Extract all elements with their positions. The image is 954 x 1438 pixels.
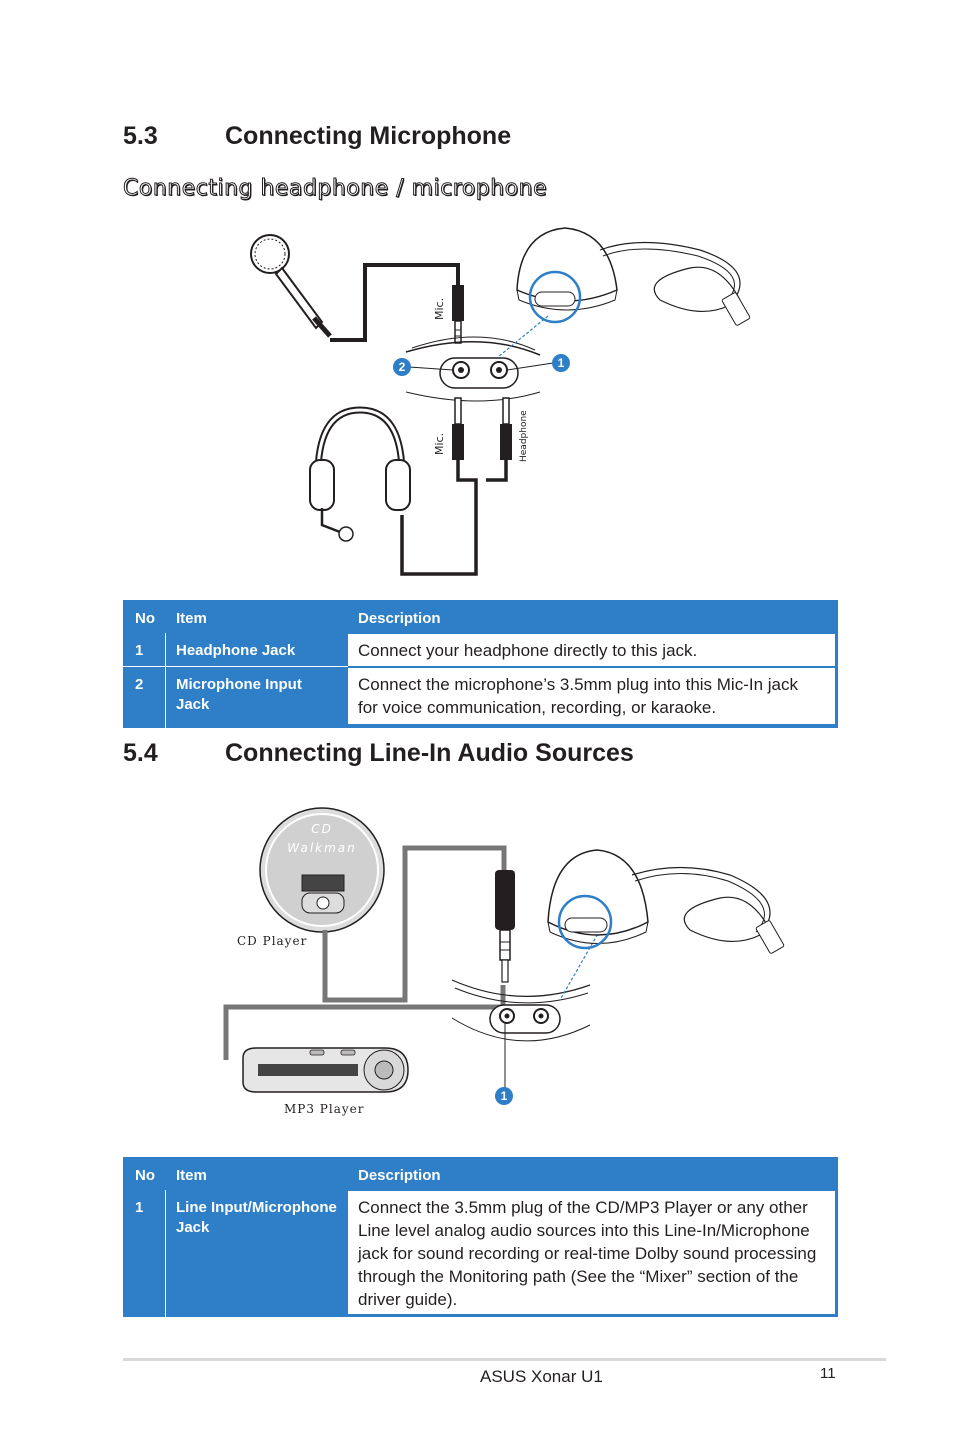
cd-walkman-illustration: CD Walkman xyxy=(259,807,385,933)
footer-product: ASUS Xonar U1 xyxy=(480,1367,603,1386)
table2-desc-line1: Connect the 3.5mm plug of the CD/MP3 Pla… xyxy=(358,1198,808,1217)
table-header-description: Description xyxy=(358,610,441,627)
table2-row-1-item-line2: Jack xyxy=(176,1219,210,1236)
subsection-title: Connecting headphone / microphone xyxy=(122,176,548,202)
callout-2: 2 xyxy=(393,358,411,376)
callout-1: 1 xyxy=(552,354,570,372)
row-1-desc-text: Connect your headphone directly to this … xyxy=(358,641,698,660)
mic-label-bottom: Mic. xyxy=(433,433,446,455)
table-row-2-description: Connect the microphone’s 3.5mm plug into… xyxy=(348,668,835,724)
table2-row-1-description: Connect the 3.5mm plug of the CD/MP3 Pla… xyxy=(348,1191,835,1314)
footer-rule xyxy=(123,1358,886,1361)
mic-plug-bottom xyxy=(452,397,464,460)
walkman-text: Walkman xyxy=(287,841,357,855)
headset-illustration xyxy=(309,406,411,542)
row-2-desc-line1: Connect the microphone’s 3.5mm plug into… xyxy=(358,675,798,694)
table2-desc-line2: Line level analog audio sources into thi… xyxy=(358,1221,810,1240)
table-row-1-no: 1 xyxy=(135,642,144,659)
section-number: 5.3 xyxy=(123,122,158,150)
table2-header-item: Item xyxy=(176,1167,207,1184)
table-headphone-mic: No Item Description 1 Headphone Jack Con… xyxy=(123,600,838,728)
headphone-label: Headphone xyxy=(519,410,529,462)
xonar-device-2 xyxy=(547,849,785,954)
cd-text: CD xyxy=(311,822,333,836)
section-number-2: 5.4 xyxy=(123,739,158,767)
table2-desc-line5: driver guide). xyxy=(358,1290,458,1309)
table2-row-1-item-line1: Line Input/Microphone xyxy=(176,1199,337,1216)
jack-panel-zoom-2 xyxy=(451,979,591,1042)
mp3-player-illustration xyxy=(242,1047,409,1093)
table2-header-description: Description xyxy=(358,1167,441,1184)
row-2-item-line1: Microphone Input xyxy=(176,676,302,693)
footer-page-number: 11 xyxy=(820,1365,836,1382)
table-header-no: No xyxy=(135,610,155,627)
line-in-diagram: CD Walkman CD Player MP3 Player xyxy=(223,807,785,1116)
table2-row-1-item: Line Input/Microphone Jack xyxy=(176,1198,337,1238)
table2-header-no: No xyxy=(135,1167,155,1184)
table-row-1-item: Headphone Jack xyxy=(176,642,296,659)
mp3-player-label: MP3 Player xyxy=(284,1102,365,1116)
table-row-1-description: Connect your headphone directly to this … xyxy=(348,634,835,666)
row-2-item-line2: Jack xyxy=(176,696,210,713)
line-in-plug xyxy=(495,870,515,983)
svg-text:2: 2 xyxy=(399,360,406,374)
mic-label-top: Mic. xyxy=(433,298,446,320)
row-2-desc-line2: for voice communication, recording, or k… xyxy=(358,698,717,717)
table-row-2-no: 2 xyxy=(135,676,144,693)
table-line-in: No Item Description 1 Line Input/Microph… xyxy=(123,1157,838,1317)
svg-text:1: 1 xyxy=(501,1089,508,1103)
headphone-microphone-diagram: Mic. 2 1 Mic. Headphone xyxy=(250,227,751,576)
xonar-device xyxy=(516,227,751,326)
section-title-2: Connecting Line-In Audio Sources xyxy=(225,739,634,767)
mic-plug-top xyxy=(452,285,464,344)
svg-text:1: 1 xyxy=(558,356,565,370)
headphone-plug xyxy=(500,397,512,460)
table-header-item: Item xyxy=(176,610,207,627)
table2-desc-line4: through the Monitoring path (See the “Mi… xyxy=(358,1267,799,1286)
table-row-2-item: Microphone Input Jack xyxy=(176,675,302,715)
table2-desc-line3: jack for sound recording or real-time Do… xyxy=(358,1244,817,1263)
microphone-illustration xyxy=(250,234,332,338)
table2-row-1-no: 1 xyxy=(135,1199,144,1216)
jack-panel-zoom xyxy=(405,336,541,402)
callout-1-line-in: 1 xyxy=(495,1087,513,1105)
section-title: Connecting Microphone xyxy=(225,122,512,150)
cd-player-label: CD Player xyxy=(237,934,307,948)
